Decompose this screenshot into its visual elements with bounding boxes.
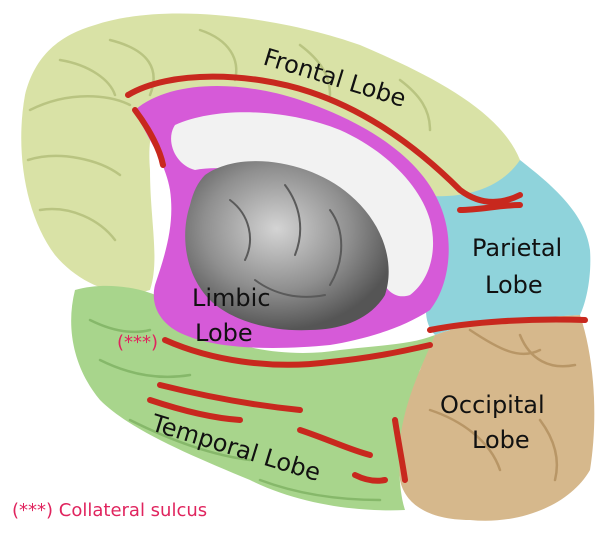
occipital-lobe-region bbox=[398, 315, 595, 521]
frontal-gyri bbox=[26, 28, 432, 242]
occipital-sulci bbox=[428, 328, 577, 482]
limbic-lobe-label: Limbic bbox=[192, 284, 271, 312]
parietal-lobe-label-line2: Lobe bbox=[485, 271, 543, 299]
collateral-sulcus-marker: (***) bbox=[117, 332, 158, 353]
occipital-lobe-label-line2: Lobe bbox=[472, 426, 530, 454]
occipital-lobe-label: Occipital bbox=[440, 391, 545, 419]
collateral-sulcus-footnote: (***) Collateral sulcus bbox=[12, 500, 207, 521]
sulci-cuts bbox=[125, 73, 588, 484]
limbic-lobe-label-line2: Lobe bbox=[195, 319, 253, 347]
parietal-lobe-label: Parietal bbox=[472, 234, 562, 262]
temporal-lobe-region bbox=[71, 285, 435, 511]
white-matter-region bbox=[171, 112, 434, 297]
parietal-lobe-region bbox=[420, 160, 591, 335]
temporal-sulci bbox=[88, 318, 382, 502]
subcortex-ridges bbox=[229, 184, 343, 298]
subcortical-structure bbox=[185, 161, 389, 331]
